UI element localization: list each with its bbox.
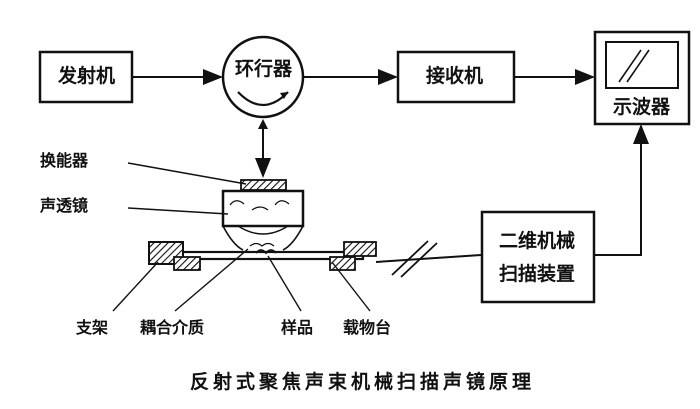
oscilloscope-screen [605,41,679,89]
transducer-label: 换能器 [40,151,89,170]
stage-to-scanner-link [375,254,482,263]
scanner-label-line2: 扫描装置 [499,263,576,285]
scanner-label-line1: 二维机械 [499,230,576,252]
coupling-medium-label: 耦合介质 [140,318,205,337]
support-leader [112,261,159,312]
receiver-box [396,50,516,104]
transmitter-label: 发射机 [58,65,116,87]
circulator-label: 环行器 [235,58,293,80]
acoustic-lens-label: 声透镜 [40,196,89,215]
transducer [240,179,287,191]
acoustic-lens [221,189,305,228]
diagram-caption: 反射式聚焦声束机械扫描声镜原理 [190,371,536,393]
support-label: 支架 [76,318,109,337]
sample-label: 样品 [281,318,314,337]
scanner-box [480,210,596,304]
sample [255,249,277,255]
coupling-leader [174,248,249,312]
sample-leader [267,255,302,312]
support-left-lower [173,256,201,271]
transmitter-box [38,50,134,104]
transducer-leader [127,162,247,185]
lens-leader [127,207,229,215]
oscilloscope-label: 示波器 [613,96,671,118]
scanner-to-oscilloscope [594,124,649,256]
stage-leader [331,261,371,312]
receiver-label: 接收机 [426,65,484,87]
support-right [343,241,377,257]
stage-label: 载物台 [343,318,392,337]
